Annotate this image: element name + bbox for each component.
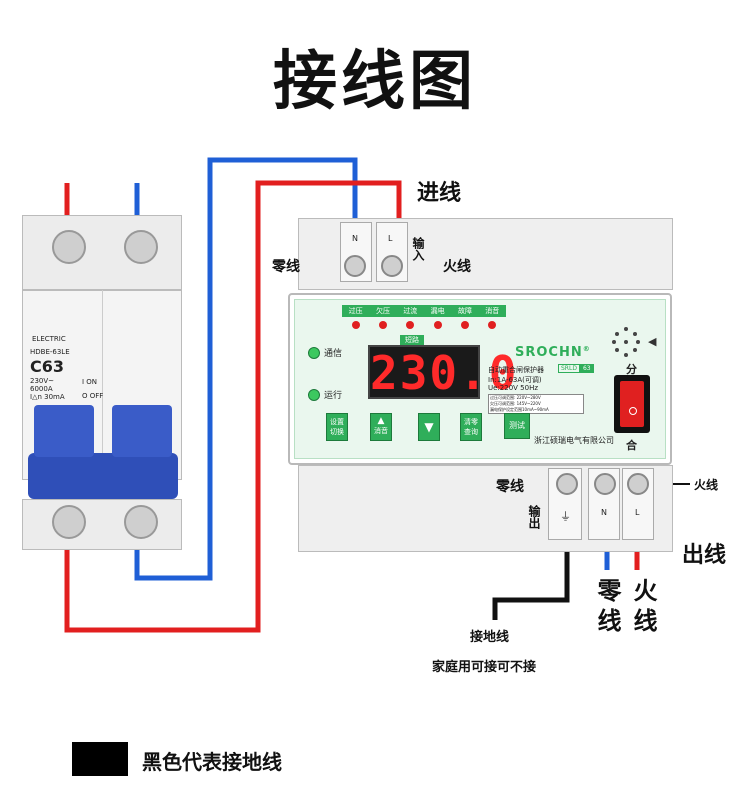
output-zero-vertical-label: 零线 bbox=[593, 578, 621, 638]
buzzer-grille bbox=[612, 327, 642, 357]
indicator-label: 消音 bbox=[485, 307, 500, 315]
mute-button[interactable]: ▲ 消音 bbox=[370, 413, 392, 441]
down-arrow-icon: ▼ bbox=[424, 420, 434, 434]
out-terminal-n-label: N bbox=[601, 508, 607, 517]
indicator-label: 故障 bbox=[457, 307, 472, 315]
terminal-screw bbox=[556, 473, 578, 495]
voltage-display: 230.0 bbox=[368, 345, 516, 399]
brand-logo: SROCHN bbox=[515, 345, 583, 360]
spec-line: 欠压可调范围: 145V~220V bbox=[490, 401, 541, 406]
product-name: 自动重合闸保护器 bbox=[488, 366, 544, 374]
terminal-screw bbox=[594, 473, 616, 495]
indicator-led bbox=[406, 321, 415, 329]
run-label: 运行 bbox=[324, 391, 343, 401]
brand-mark: ® bbox=[582, 345, 591, 353]
legend-swatch bbox=[72, 742, 128, 776]
ground-wire-note: 家庭用可接可不接 bbox=[432, 660, 537, 675]
ground-wire-label: 接地线 bbox=[470, 630, 510, 645]
indicator-label: 过流 bbox=[403, 307, 418, 315]
model-num: 63 bbox=[579, 364, 594, 373]
input-short-label: 输入 bbox=[411, 237, 425, 261]
test-label: 测试 bbox=[509, 421, 525, 430]
top-zero-label: 零线 bbox=[272, 259, 300, 275]
clear-query-button[interactable]: 清零查询 bbox=[460, 413, 482, 441]
ground-wire bbox=[492, 540, 570, 620]
run-led bbox=[308, 389, 320, 401]
legend-text: 黑色代表接地线 bbox=[142, 750, 282, 774]
company-name: 浙江硕瑞电气有限公司 bbox=[534, 436, 614, 445]
setting-switch-label: 设置切换 bbox=[330, 418, 344, 436]
speaker-icon: ◀ bbox=[648, 335, 657, 348]
terminal-screw bbox=[627, 473, 649, 495]
switch-off-label: 分 bbox=[626, 363, 637, 376]
input-line-label: 进线 bbox=[417, 181, 462, 206]
terminal-screw bbox=[124, 230, 158, 264]
indicator-led bbox=[378, 321, 387, 329]
indicator-led bbox=[460, 321, 469, 329]
indicator-label: 欠压 bbox=[375, 307, 390, 315]
down-button[interactable]: ▼ bbox=[418, 413, 440, 441]
switch-on-label: 合 bbox=[626, 439, 637, 452]
terminal-screw bbox=[52, 505, 86, 539]
indicator-label: 过压 bbox=[348, 307, 363, 315]
spec-line: 过压可调范围: 220V~280V bbox=[490, 395, 541, 400]
output-fire-vertical-label: 火线 bbox=[629, 578, 657, 638]
terminal-screw bbox=[52, 230, 86, 264]
mute-label: 消音 bbox=[374, 427, 388, 435]
indicator-led bbox=[488, 321, 497, 329]
output-short-label: 输出 bbox=[527, 505, 541, 529]
setting-switch-button[interactable]: 设置切换 bbox=[326, 413, 348, 441]
current-rating: In:1A-63A(可调) bbox=[488, 376, 542, 384]
terminal-screw bbox=[344, 255, 366, 277]
blue-route-wire bbox=[134, 157, 358, 581]
bottom-zero-label: 零线 bbox=[496, 479, 524, 495]
terminal-n-label: N bbox=[352, 234, 358, 243]
output-line-label: 出线 bbox=[682, 543, 727, 568]
out-terminal-l-label: L bbox=[635, 508, 640, 517]
terminal-l-label: L bbox=[388, 234, 393, 243]
circuit-breaker: ELECTRIC HDBE-63LE C63 230V~ 6000A I△n 3… bbox=[22, 215, 182, 550]
comm-led bbox=[308, 347, 320, 359]
protector-panel: 过压欠压过流漏电故障消音 短路 通信 运行 230.0 SROCHN® 自动重合… bbox=[288, 293, 672, 465]
breaker-on-label: I ON bbox=[82, 378, 98, 386]
display-value: 230.0 bbox=[370, 346, 519, 400]
breaker-off-label: O OFF bbox=[82, 392, 104, 400]
breaker-toggle[interactable] bbox=[28, 453, 178, 499]
indicator-led bbox=[351, 321, 360, 329]
breaker-spec: 230V~ bbox=[30, 377, 55, 385]
breaker-rating: C63 bbox=[30, 357, 65, 376]
terminal-screw bbox=[124, 505, 158, 539]
breaker-model: HDBE-63LE bbox=[30, 348, 70, 356]
bottom-fire-label: 火线 bbox=[694, 478, 719, 492]
short-circuit-label: 短路 bbox=[400, 335, 424, 345]
indicator-led bbox=[433, 321, 442, 329]
breaker-spec: 6000A bbox=[30, 385, 53, 393]
spec-line: 漏电保护设定范围10mA~90mA bbox=[490, 407, 549, 412]
clear-query-label: 清零查询 bbox=[464, 418, 478, 436]
breaker-spec: I△n 30mA bbox=[30, 393, 65, 401]
test-button[interactable]: 测试 bbox=[504, 413, 530, 439]
page-title: 接线图 bbox=[273, 45, 477, 119]
power-switch[interactable] bbox=[614, 375, 650, 433]
comm-label: 通信 bbox=[324, 349, 343, 359]
voltage-rating: Ue:220V 50Hz bbox=[488, 384, 539, 392]
model-tag: SRLD bbox=[558, 364, 580, 373]
terminal-screw bbox=[381, 255, 403, 277]
ground-symbol-icon: ⏚ bbox=[560, 510, 571, 523]
top-fire-label: 火线 bbox=[443, 259, 471, 275]
breaker-brand: ELECTRIC bbox=[32, 335, 66, 343]
indicator-label: 漏电 bbox=[430, 307, 445, 315]
red-route-wire bbox=[64, 180, 402, 633]
up-arrow-icon: ▲ bbox=[377, 416, 385, 426]
